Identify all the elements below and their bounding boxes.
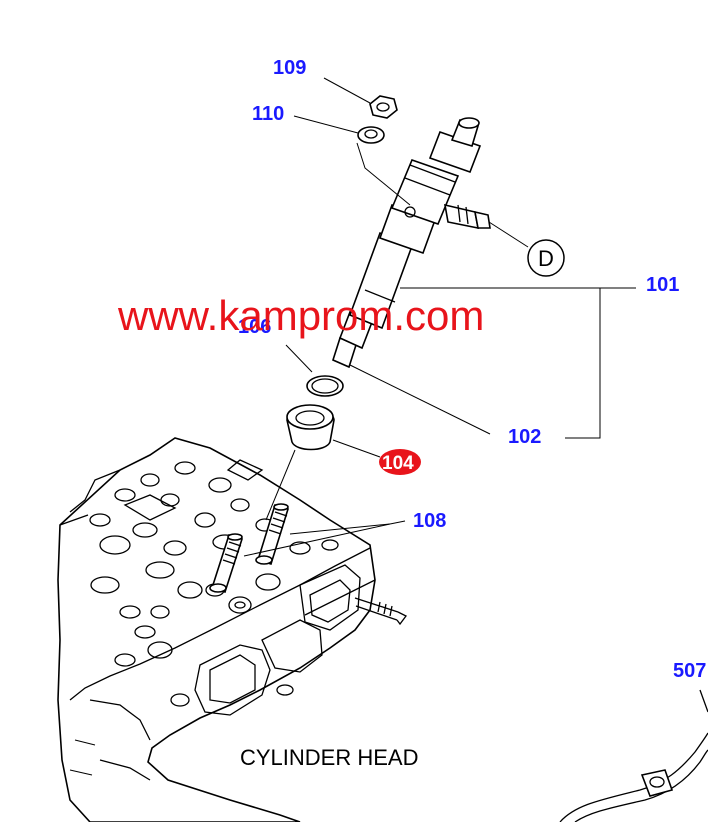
part-label-101[interactable]: 101 [646, 274, 679, 296]
leader-lines [243, 77, 636, 557]
part-label-110[interactable]: 110 [252, 103, 284, 125]
part-badge-104-bg [379, 449, 421, 475]
part-label-507[interactable]: 507 [673, 660, 706, 682]
seal-104-drawing [286, 404, 335, 451]
part-label-108[interactable]: 108 [413, 510, 446, 532]
injector-101-drawing [332, 117, 491, 369]
part-label-109[interactable]: 109 [273, 57, 306, 79]
stud-108-drawing [209, 503, 290, 593]
part-badge-104[interactable]: 104 [379, 449, 421, 475]
washer-110-drawing [357, 126, 385, 144]
part-label-104: 104 [382, 453, 414, 474]
watermark-text: www.kamprom.com [117, 292, 484, 339]
detail-marker-circle [527, 239, 565, 277]
part-label-102[interactable]: 102 [508, 426, 541, 448]
part-label-106[interactable]: 106 [238, 316, 271, 338]
nut-109-drawing [369, 95, 398, 119]
diagram-caption: CYLINDER HEAD [240, 745, 418, 770]
detail-marker[interactable]: D [527, 239, 565, 277]
oring-106-drawing [306, 375, 344, 397]
detail-marker-text: D [538, 246, 554, 271]
fuel-line-507-drawing [559, 689, 708, 822]
